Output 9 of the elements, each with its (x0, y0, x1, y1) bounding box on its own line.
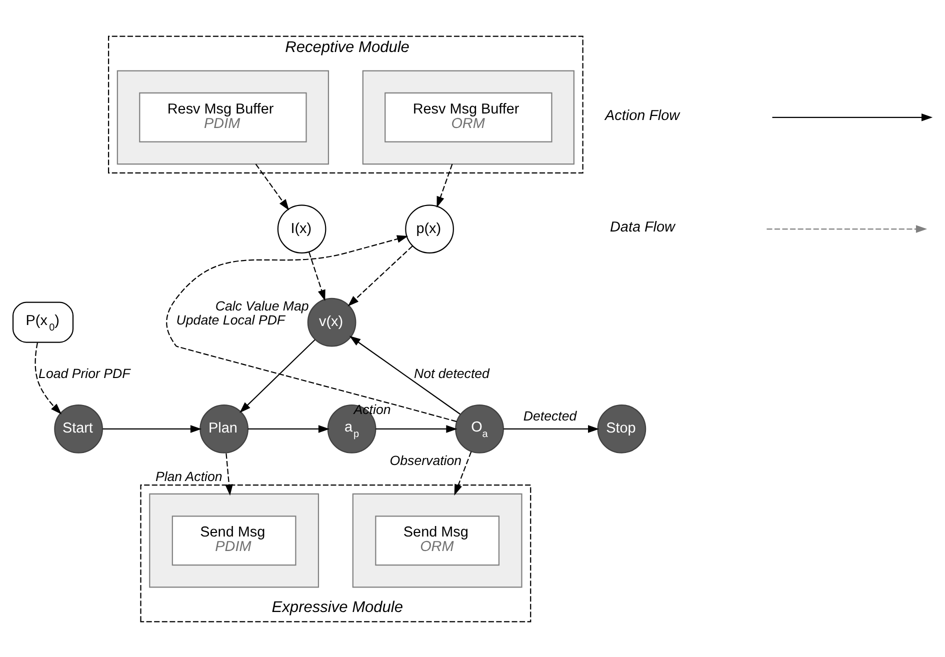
legend-label: Data Flow (610, 219, 675, 236)
edge-label: Detected (523, 408, 577, 424)
node-label: Plan Action (155, 468, 222, 484)
legend-label: Action Flow (605, 108, 680, 124)
edge-label: Update Local PDF (176, 312, 286, 328)
edge-label: Load Prior PDF (38, 365, 130, 380)
edge-label: Not detected (414, 365, 490, 380)
node-label: Calc Value Map (215, 298, 309, 314)
node-label: Observation (390, 452, 462, 468)
